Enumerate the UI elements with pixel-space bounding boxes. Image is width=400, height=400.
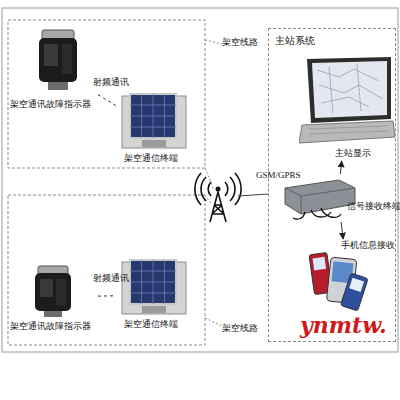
node-label: 架空通讯故障指示器 (10, 98, 91, 111)
edge-label: 射频通讯 (93, 76, 129, 89)
comm-terminal: 架空通信终端 (116, 258, 196, 332)
radio-link (98, 95, 116, 106)
phones-art (301, 239, 395, 315)
display-laptop: 主站显示 (299, 55, 395, 161)
node-label: 主站系统 (275, 35, 315, 48)
leader-line (205, 40, 222, 44)
master-station-box: 主站系统主站显示信号接收终端手机信息接收 (268, 28, 396, 342)
field-group-outline (8, 20, 205, 168)
signal-arrow (340, 161, 341, 174)
fault-indicator: 架空通讯故障指示器 (8, 24, 98, 110)
line-label: 架空线路 (222, 322, 258, 335)
radio-link (98, 295, 116, 296)
outer-frame (2, 8, 398, 352)
node-label: 主站显示 (335, 147, 371, 160)
watermark: ynmtw. (300, 312, 387, 338)
laptop-art (299, 55, 395, 161)
fault-indicator: 架空通讯故障指示器 (8, 262, 98, 332)
receiver-art (281, 174, 395, 222)
comm-terminal: 架空通信终端 (116, 92, 192, 166)
field-group-outline (8, 195, 205, 345)
line-label: 架空线路 (222, 36, 258, 49)
leader-line (205, 318, 222, 326)
indicator-art (8, 24, 98, 110)
node-label: 手机信息接收 (341, 239, 395, 252)
node-label: 信号接收终端 (347, 200, 400, 213)
edge-label: 射频通讯 (93, 272, 129, 285)
receiver-terminal: 信号接收终端 (281, 174, 395, 222)
link-label: GSM/GPRS (256, 170, 301, 180)
radio-tower (195, 173, 241, 222)
leader-line (205, 168, 214, 190)
node-label: 架空通讯故障指示器 (10, 320, 91, 333)
node-label: 架空通信终端 (124, 152, 178, 165)
signal-arrow (341, 222, 343, 239)
node-label: 架空通信终端 (124, 318, 178, 331)
phone-receiver: 手机信息接收 (301, 239, 395, 315)
